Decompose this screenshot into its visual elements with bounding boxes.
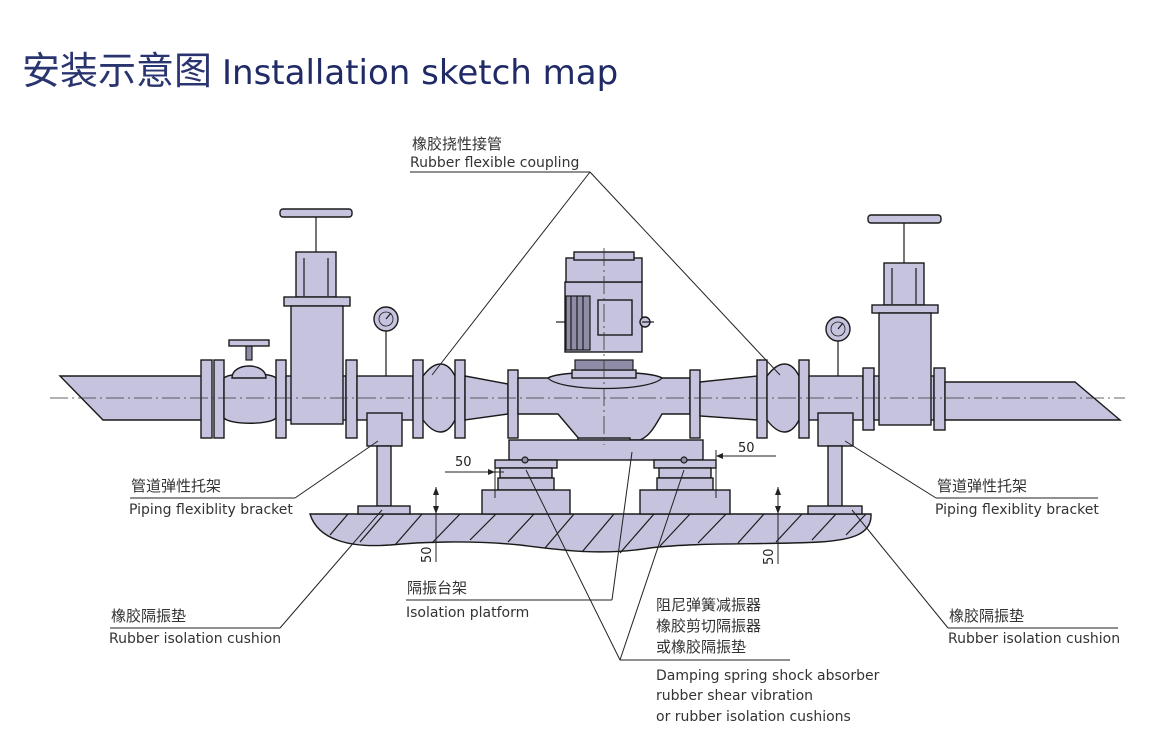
dimension-left-vertical: 50 — [420, 546, 435, 563]
label-cushion-left-en: Rubber isolation cushion — [109, 631, 281, 647]
label-cushion-right-en: Rubber isolation cushion — [948, 631, 1120, 647]
label-damping-en-1: Damping spring shock absorber — [656, 668, 880, 684]
dimension-lines — [430, 450, 790, 564]
leader-lines — [110, 171, 1118, 661]
right-pressure-gauge — [825, 316, 851, 376]
label-isolation-platform-cn: 隔振台架 — [407, 579, 467, 597]
label-bracket-right-en: Piping flexiblity bracket — [935, 502, 1099, 518]
left-flange-4 — [345, 359, 358, 439]
left-pressure-gauge — [373, 306, 399, 376]
dimension-right-vertical: 50 — [762, 548, 777, 565]
label-damping-cn-1: 阻尼弹簧减振器 — [656, 596, 761, 614]
left-flange-3 — [275, 359, 287, 439]
left-flange-2 — [213, 359, 225, 439]
label-flexible-coupling-en: Rubber flexible coupling — [410, 155, 579, 171]
left-flange-1 — [200, 359, 213, 439]
right-flange-4 — [862, 367, 875, 431]
right-flange-3 — [798, 359, 810, 439]
label-bracket-right-cn: 管道弹性托架 — [937, 477, 1027, 495]
dimension-right-horizontal: 50 — [738, 441, 755, 456]
left-pipe-bracket — [357, 412, 411, 515]
title-chinese: 安装示意图 — [22, 49, 213, 93]
right-damper — [639, 456, 731, 515]
left-flange-5 — [412, 359, 424, 439]
label-damping-en-2: rubber shear vibration — [656, 688, 813, 704]
left-flange-7 — [507, 369, 519, 439]
centerlines — [50, 248, 1125, 445]
dimension-left-horizontal: 50 — [455, 455, 472, 470]
label-damping-en-3: or rubber isolation cushions — [656, 709, 851, 725]
right-gate-valve — [867, 214, 942, 426]
ground — [309, 513, 872, 554]
label-isolation-platform-en: Isolation platform — [406, 605, 529, 621]
label-bracket-left-cn: 管道弹性托架 — [131, 477, 221, 495]
left-flange-6 — [454, 359, 466, 439]
label-damping-cn-2: 橡胶剪切隔振器 — [656, 617, 761, 635]
label-damping-cn-3: 或橡胶隔振垫 — [656, 638, 746, 656]
isolation-platform — [508, 439, 704, 461]
right-pipe-outlet — [944, 381, 1122, 421]
motor-fins — [565, 295, 591, 351]
label-flexible-coupling-cn: 橡胶挠性接管 — [412, 135, 502, 153]
right-flange-5 — [933, 367, 946, 431]
right-flange-1 — [689, 369, 701, 439]
ground-hatching — [329, 513, 867, 554]
label-bracket-left-en: Piping flexiblity bracket — [129, 502, 293, 518]
label-cushion-left-cn: 橡胶隔振垫 — [111, 607, 186, 625]
right-flange-2 — [756, 359, 768, 439]
left-gate-valve — [279, 208, 353, 425]
left-pipeline — [58, 339, 519, 439]
left-damper — [481, 456, 571, 515]
right-pipe-bracket — [807, 412, 863, 515]
title-english: Installation sketch map — [222, 53, 619, 93]
left-valve-bonnet — [231, 365, 267, 379]
label-cushion-right-cn: 橡胶隔振垫 — [949, 607, 1024, 625]
